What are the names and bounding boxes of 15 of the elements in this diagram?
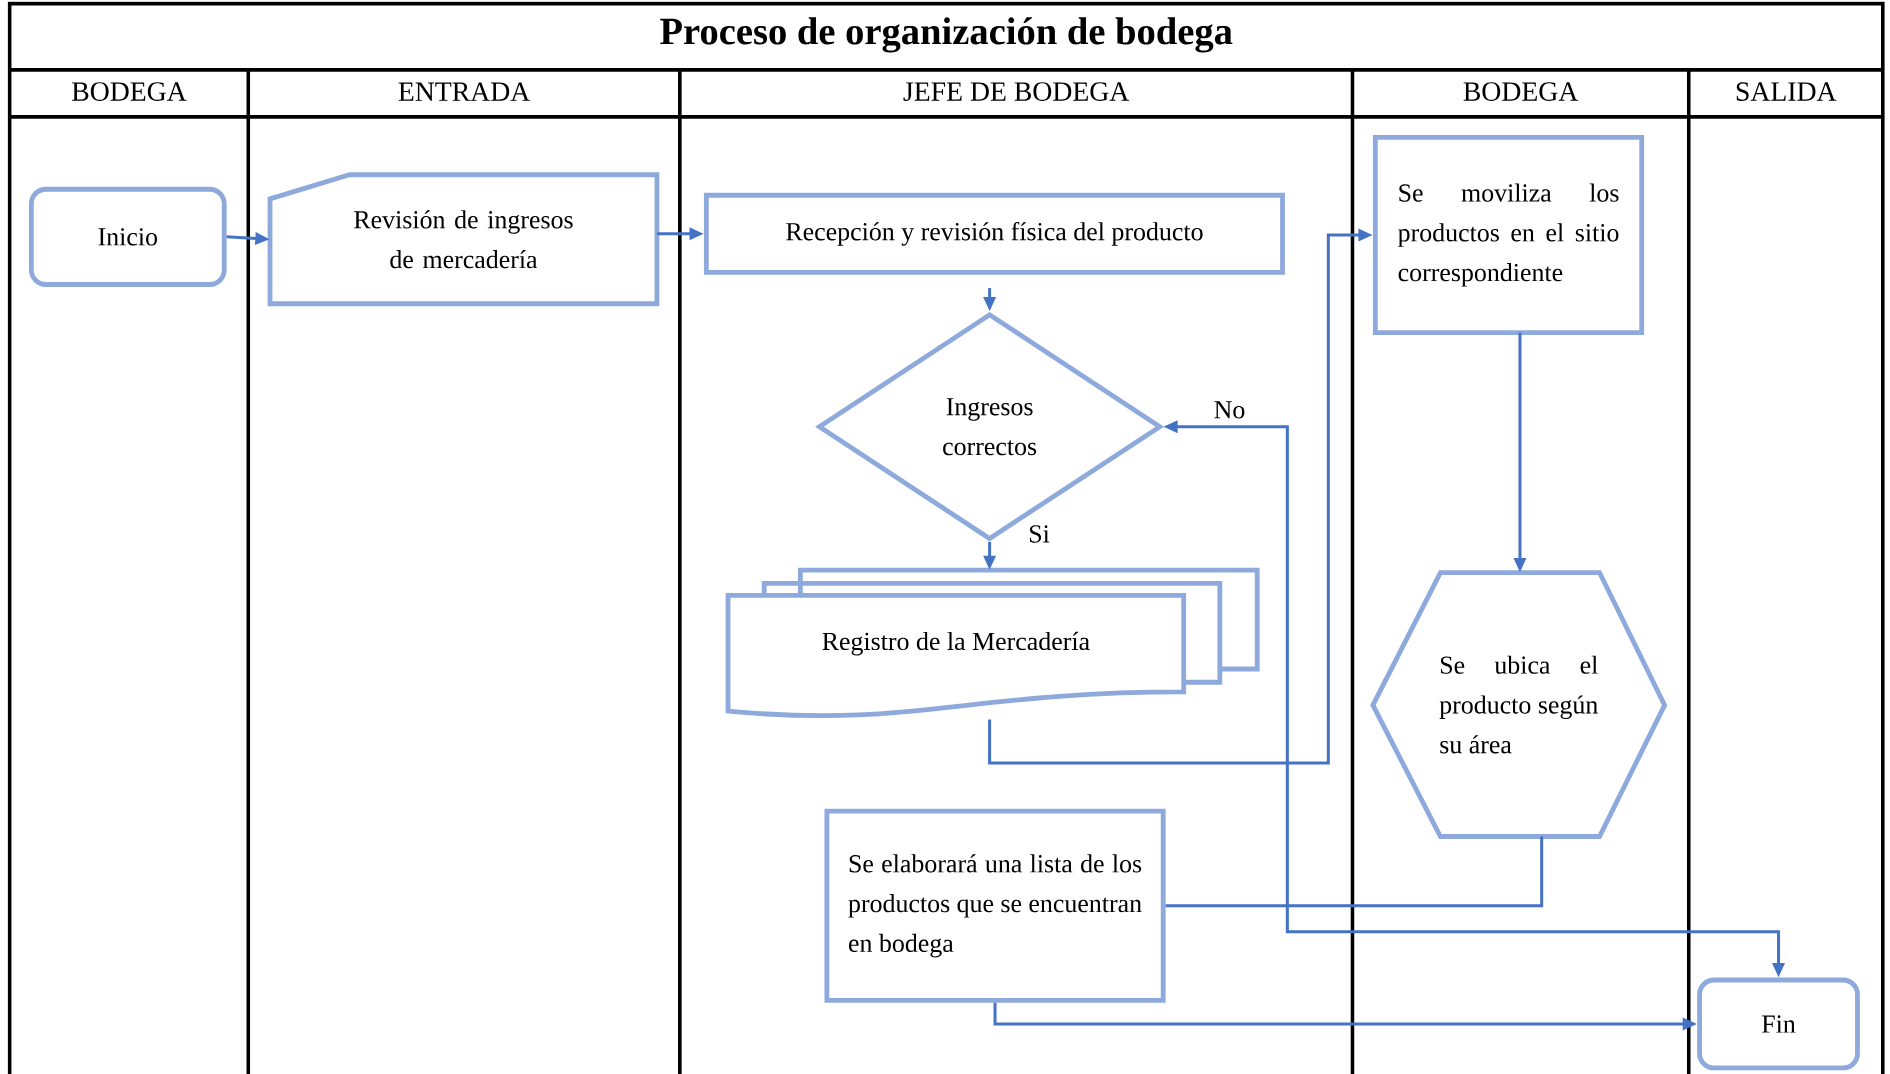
process-box: Recepción y revisión física del producto <box>703 192 1285 275</box>
edge-label: Si <box>1029 525 1050 543</box>
process-box: Se moviliza los productos en el sitio correspondiente <box>1372 135 1645 336</box>
terminal-box: Inicio <box>28 186 227 287</box>
lane-header: SALIDA <box>1736 82 1837 101</box>
preparation-hexagon: Se ubica el producto según su área <box>1370 570 1668 839</box>
lane-header: BODEGA <box>72 82 187 101</box>
lane-header: BODEGA <box>1463 82 1579 101</box>
lane-header: JEFE DE BODEGA <box>903 82 1130 101</box>
title: Proceso de organización de bodega <box>660 17 1233 53</box>
process-box: Se elaborará una lista de los productos que se encuentran en bodega <box>824 808 1166 1003</box>
terminal-box: Fin <box>1697 977 1860 1071</box>
edge-label: No <box>1214 401 1245 419</box>
manual-input-box: Revisión de ingresos de mercadería <box>267 172 660 307</box>
lane-header: ENTRADA <box>398 82 531 101</box>
